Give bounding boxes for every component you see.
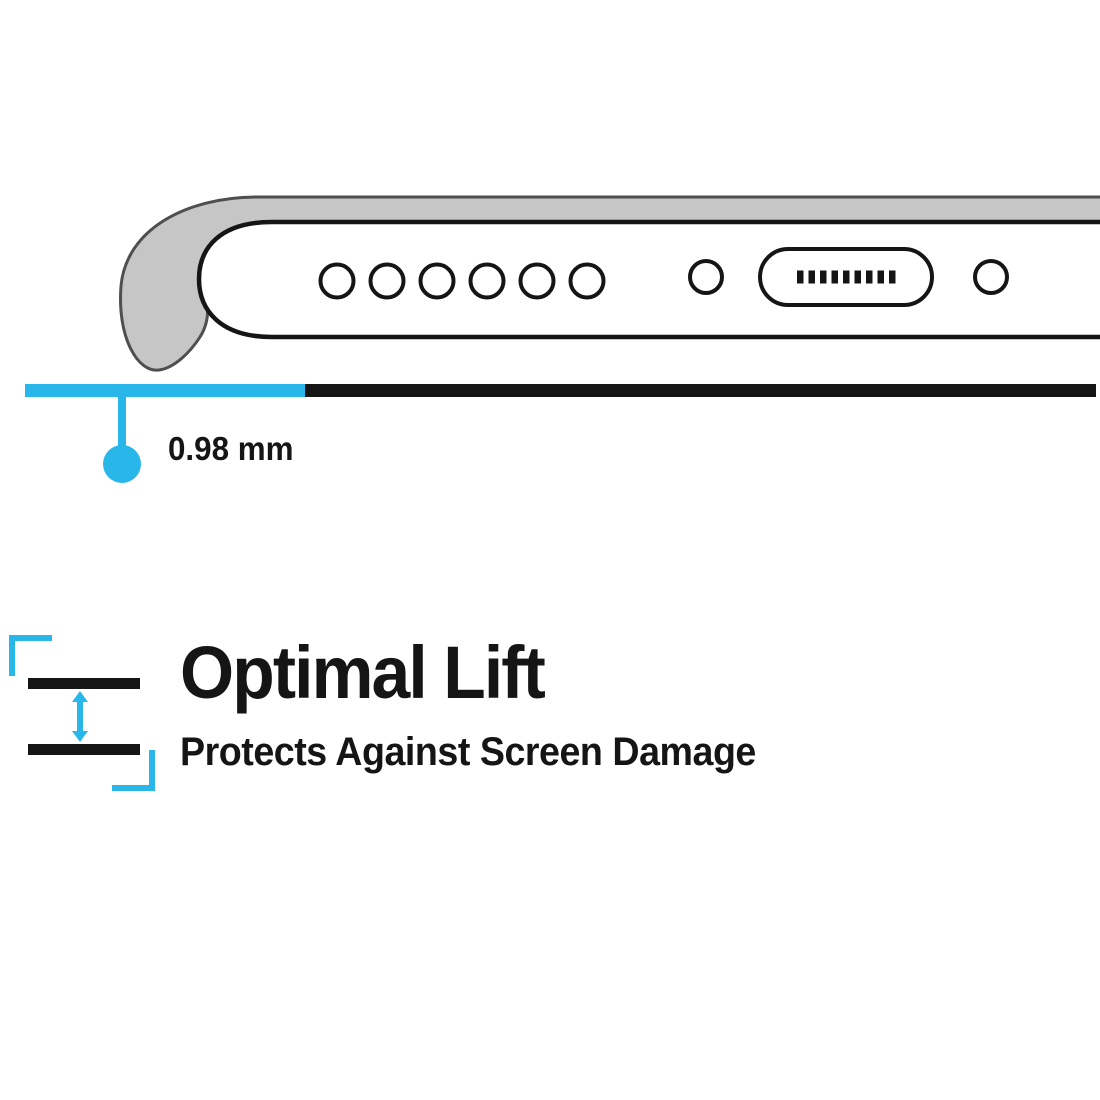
speaker-hole-icon: [368, 262, 406, 300]
top-plate-icon: [28, 678, 140, 689]
speaker-hole-icon: [468, 262, 506, 300]
screw-hole-left-icon: [688, 259, 724, 295]
surface-line-cyan: [25, 384, 305, 397]
lift-gap-icon: [9, 635, 155, 791]
bracket-bottom-right-icon: [112, 750, 155, 791]
screw-hole-right-icon: [973, 259, 1009, 295]
feature-subtitle: Protects Against Screen Damage: [180, 730, 756, 774]
measure-pointer-line: [118, 397, 126, 447]
bracket-top-left-icon: [9, 635, 52, 676]
feature-text: Optimal Lift Protects Against Screen Dam…: [180, 631, 793, 775]
measure-pointer-dot: [103, 445, 141, 483]
speaker-hole-icon: [418, 262, 456, 300]
feature-title: Optimal Lift: [180, 631, 546, 714]
double-arrow-icon: [72, 691, 88, 742]
speaker-hole-icon: [518, 262, 556, 300]
speaker-hole-icon: [318, 262, 356, 300]
measurement-label: 0.98 mm: [168, 430, 294, 467]
surface-line-black: [305, 384, 1096, 397]
speaker-hole-icon: [568, 262, 606, 300]
phone-edge-diagram: [25, 195, 1100, 483]
speaker-holes: [318, 262, 606, 300]
feature-block: Optimal Lift Protects Against Screen Dam…: [0, 628, 1100, 828]
bottom-plate-icon: [28, 744, 140, 755]
